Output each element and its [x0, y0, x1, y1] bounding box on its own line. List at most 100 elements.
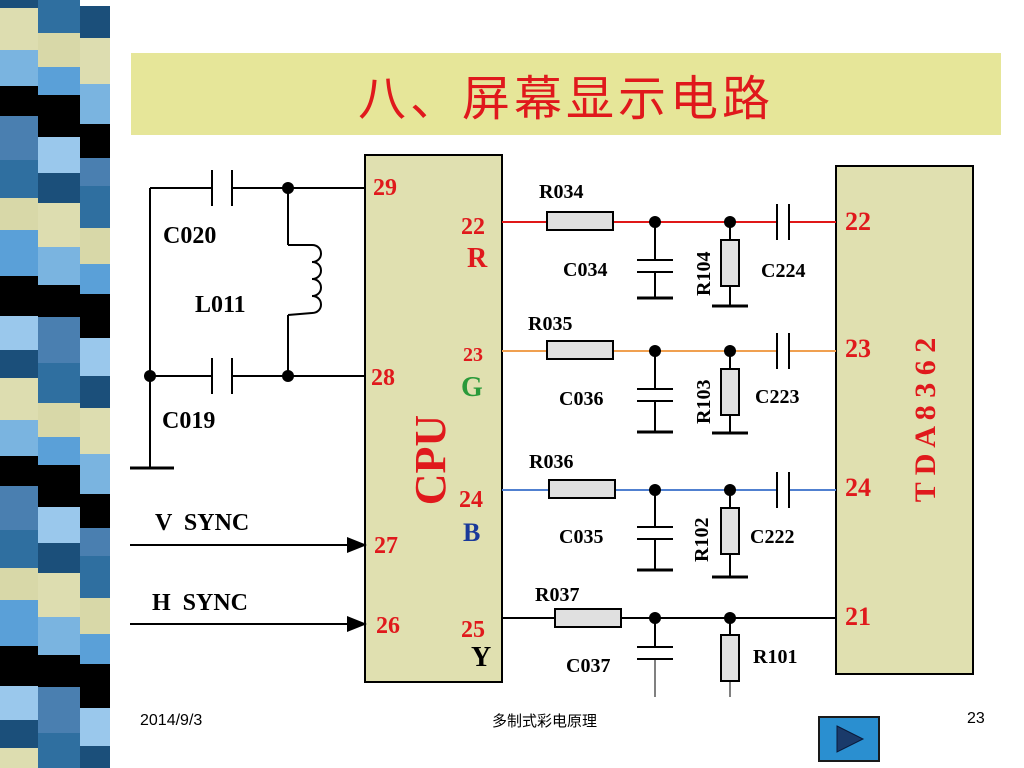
stripe-segment	[80, 124, 110, 158]
stripe-segment	[80, 494, 110, 528]
stripe-segment	[0, 456, 38, 486]
stripe-segment	[0, 646, 38, 686]
stripe-segment	[38, 363, 80, 403]
stripe-segment	[38, 317, 80, 363]
play-triangle-icon	[836, 725, 865, 753]
cpu-pin-29: 29	[373, 175, 397, 201]
label-l011: L011	[195, 292, 246, 318]
page-number: 23	[967, 710, 985, 727]
decorative-stripes	[0, 0, 110, 768]
stripe-segment	[0, 420, 38, 456]
label-c020: C020	[163, 223, 216, 249]
label-r104: R104	[693, 252, 715, 296]
next-slide-button[interactable]	[818, 716, 880, 762]
signal-g: G	[461, 372, 483, 403]
stripe-segment	[80, 598, 110, 634]
tda-label: T D A 8 3 6 2	[909, 338, 942, 503]
label-c037: C037	[566, 655, 610, 677]
cpu-pin-28: 28	[371, 365, 395, 391]
stripe-segment	[38, 403, 80, 437]
label-c224: C224	[761, 260, 805, 282]
slide-title: 八、屏幕显示电路	[357, 71, 774, 127]
stripe-segment	[38, 247, 80, 285]
cpu-pin-27: 27	[374, 533, 398, 559]
stripe-segment	[38, 0, 80, 33]
oscillator-network	[130, 170, 365, 470]
b-channel	[502, 472, 836, 579]
stripe-segment	[0, 160, 38, 198]
stripe-segment	[80, 746, 110, 768]
tda-pin-23: 23	[845, 334, 871, 363]
cpu-pin-26: 26	[376, 613, 400, 639]
stripe-segment	[38, 95, 80, 137]
stripe-segment	[38, 203, 80, 247]
label-c036: C036	[559, 388, 603, 410]
stripe-segment	[80, 84, 110, 124]
label-vsync: V SYNC	[155, 510, 249, 536]
stripe-segment	[80, 186, 110, 228]
stripe-segment	[38, 687, 80, 733]
tda-pin-24: 24	[845, 473, 871, 502]
footer-date: 2014/9/3	[140, 712, 203, 729]
stripe-segment	[80, 38, 110, 84]
label-c035: C035	[559, 526, 603, 548]
cpu-block	[364, 154, 503, 683]
stripe-segment	[80, 454, 110, 494]
label-r037: R037	[535, 584, 579, 606]
stripe-segment	[0, 50, 38, 86]
label-r036: R036	[529, 451, 573, 473]
stripe-segment	[0, 486, 38, 530]
label-r103: R103	[693, 380, 715, 424]
r-channel	[502, 204, 836, 308]
stripe-segment	[0, 198, 38, 230]
stripe-segment	[0, 8, 38, 50]
stripe-segment	[0, 720, 38, 748]
cpu-pin-24: 24	[459, 487, 483, 513]
label-c034: C034	[563, 259, 607, 281]
label-c223: C223	[755, 386, 799, 408]
tda-pin-21: 21	[845, 602, 871, 631]
stripe-segment	[38, 543, 80, 573]
label-c222: C222	[750, 526, 794, 548]
stripe-segment	[80, 408, 110, 454]
stripe-segment	[80, 6, 110, 38]
stripe-segment	[0, 86, 38, 116]
cpu-pin-22: 22	[461, 214, 485, 240]
stripe-segment	[80, 158, 110, 186]
label-r035: R035	[528, 313, 572, 335]
stripe-segment	[38, 33, 80, 67]
stripe-segment	[38, 507, 80, 543]
stripe-segment	[80, 294, 110, 338]
stripe-segment	[38, 573, 80, 617]
stripe-segment	[38, 173, 80, 203]
cpu-pin-23: 23	[463, 344, 483, 366]
signal-b: B	[463, 518, 480, 547]
stripe-segment	[0, 530, 38, 568]
g-channel	[502, 333, 836, 435]
stripe-segment	[80, 664, 110, 708]
stripe-segment	[0, 0, 38, 8]
label-c019: C019	[162, 408, 215, 434]
stripe-segment	[80, 376, 110, 408]
stripe-segment	[0, 116, 38, 160]
stripe-segment	[80, 228, 110, 264]
label-r101: R101	[753, 646, 797, 668]
stripe-segment	[80, 708, 110, 746]
stripe-segment	[0, 230, 38, 276]
stripe-segment	[80, 264, 110, 294]
stripe-segment	[0, 276, 38, 316]
stripe-segment	[80, 338, 110, 376]
y-channel	[502, 608, 836, 697]
stripe-segment	[0, 316, 38, 350]
label-hsync: H SYNC	[152, 590, 248, 616]
cpu-label: CPU	[406, 415, 455, 505]
stripe-segment	[38, 285, 80, 317]
signal-y: Y	[471, 642, 491, 673]
footer-center: 多制式彩电原理	[492, 712, 598, 730]
stripe-segment	[0, 378, 38, 420]
stripe-segment	[0, 686, 38, 720]
stripe-segment	[38, 465, 80, 507]
label-r034: R034	[539, 181, 583, 203]
stripe-segment	[80, 634, 110, 664]
